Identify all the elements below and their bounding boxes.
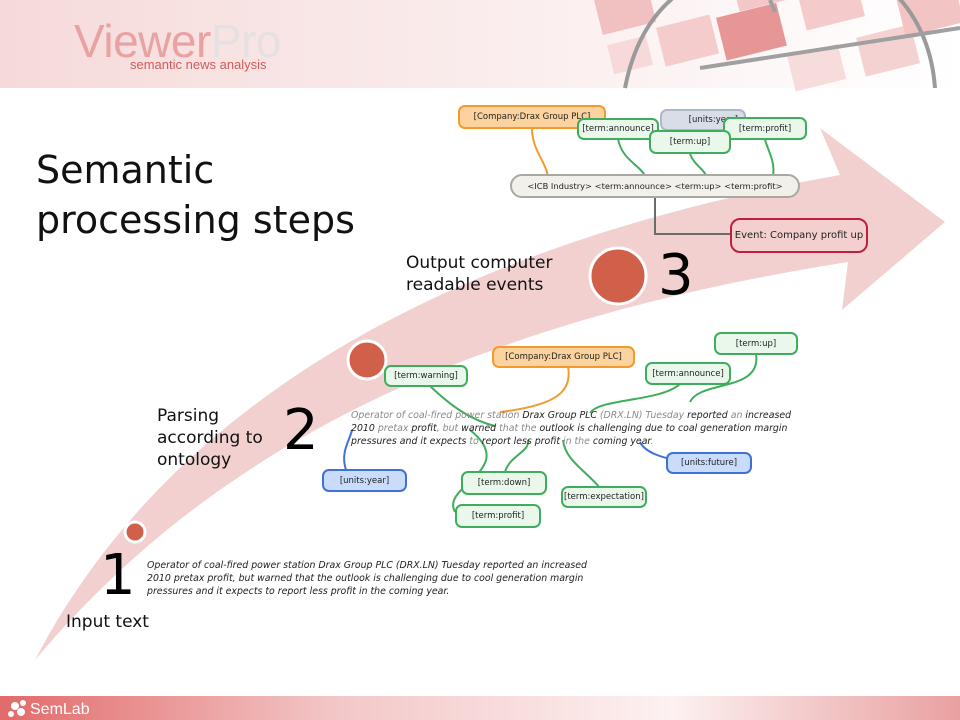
logo-accent: Pro xyxy=(210,15,282,67)
decorative-grid xyxy=(593,0,960,92)
tag-company: [Company:Drax Group PLC] xyxy=(492,346,635,368)
parsed-highlight: Drax Group PLC xyxy=(522,410,597,421)
step-2-marker xyxy=(346,339,388,381)
parsed-segment: , but xyxy=(436,423,462,434)
parsed-highlight: coming year xyxy=(592,436,651,447)
logo-main: Viewer xyxy=(74,15,211,67)
footer-brand: SemLab xyxy=(30,701,90,718)
logo-subtitle: semantic news analysis xyxy=(130,57,267,72)
tag-term-warning: [term:warning] xyxy=(384,365,468,387)
tag-term-expectation: [term:expectation] xyxy=(561,486,647,508)
event-box: Event: Company profit up xyxy=(730,218,868,253)
parsed-segment: that the xyxy=(496,423,540,434)
step-1-label: Input text xyxy=(66,612,149,632)
app-logo: ViewerPro xyxy=(74,14,281,68)
footer-band xyxy=(0,696,960,720)
step-3-marker xyxy=(588,246,648,306)
parsed-highlight: profit xyxy=(411,423,437,434)
output-pattern: <ICB Industry> <term:announce> <term:up>… xyxy=(510,174,800,198)
parsed-segment: Operator of coal-fired power station xyxy=(351,410,523,421)
tag-term-announce: [term:announce] xyxy=(645,362,731,385)
step-1-marker xyxy=(123,520,147,544)
parsed-highlight: report less profit xyxy=(481,436,560,447)
parsed-highlight: increased xyxy=(745,410,792,421)
tag-term-down: [term:down] xyxy=(461,471,547,495)
parsed-highlight: reported xyxy=(687,410,728,421)
input-text: Operator of coal-fired power station Dra… xyxy=(147,560,588,597)
output-tag-announce: [term:announce] xyxy=(577,118,659,140)
parsed-segment: (DRX.LN) Tuesday xyxy=(596,410,688,421)
semlab-logo-icon xyxy=(8,700,26,717)
parsed-segment: to xyxy=(466,436,482,447)
parsed-text: Operator of coal-fired power station Dra… xyxy=(351,409,801,448)
parsed-highlight: is challenging due to coal generation ma… xyxy=(351,423,788,447)
parsed-highlight: expects xyxy=(429,436,467,447)
step-2-label: Parsing according to ontology xyxy=(157,406,263,470)
page-title: Semantic processing steps xyxy=(36,148,355,242)
parsed-highlight: 2010 xyxy=(351,423,375,434)
step-3-label: Output computer readable events xyxy=(406,253,553,295)
parsed-segment: . xyxy=(650,436,654,447)
step-2-number: 2 xyxy=(283,398,319,463)
progress-arrow xyxy=(35,128,945,660)
parsed-highlight: warned xyxy=(461,423,497,434)
output-tag-profit: [term:profit] xyxy=(723,117,807,140)
tag-units-year: [units:year] xyxy=(322,469,407,492)
tag-term-profit: [term:profit] xyxy=(455,504,541,528)
output-tag-up: [term:up] xyxy=(649,130,731,154)
step-1-number: 1 xyxy=(100,543,136,608)
tag-term-up: [term:up] xyxy=(714,332,798,355)
parsed-segment: pretax xyxy=(374,423,412,434)
parsed-segment: in the xyxy=(560,436,593,447)
step-3-number: 3 xyxy=(658,243,694,308)
parsed-highlight: outlook xyxy=(539,423,575,434)
parsed-segment: an xyxy=(727,410,746,421)
tag-units-future: [units:future] xyxy=(666,452,752,474)
